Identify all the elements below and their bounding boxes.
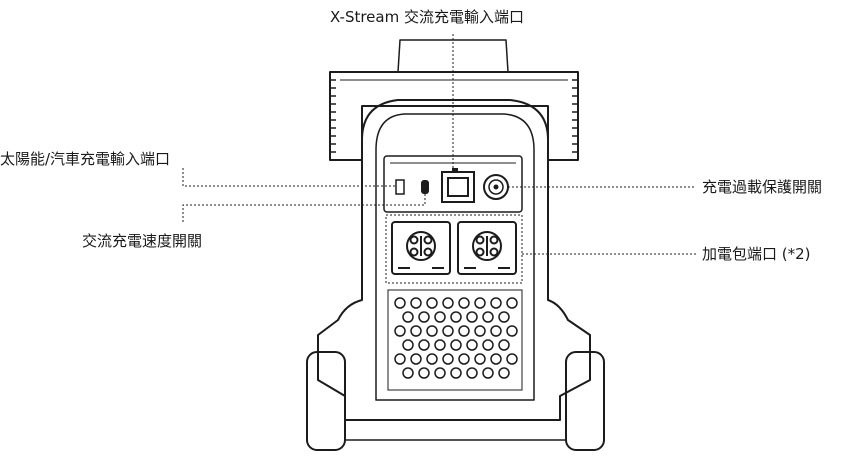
vent-grille [387,289,523,391]
breaker-button-icon [483,174,509,200]
right-wheel [565,351,605,451]
label-extra-battery-port: 加電包端口 (*2) [702,245,811,263]
speed-switch [421,180,429,194]
battery-port-icon [457,221,517,275]
leader-solar [182,168,396,187]
dc-input-port [395,179,405,195]
ac-input-socket-icon [441,168,475,203]
label-ac-speed-switch: 交流充電速度開關 [82,232,203,250]
label-solar-car-input: 太陽能/汽車充電輸入端口 [0,150,171,168]
extra-battery-frame [385,214,523,284]
label-overload-protection: 充電過載保護開關 [702,178,823,196]
left-wheel [306,351,346,451]
top-frame [329,71,579,161]
leader-speed [182,194,426,222]
battery-port-icon [391,221,451,275]
label-xstream-port: X-Stream 交流充電輸入端口 [330,8,524,26]
device-body [317,99,591,421]
